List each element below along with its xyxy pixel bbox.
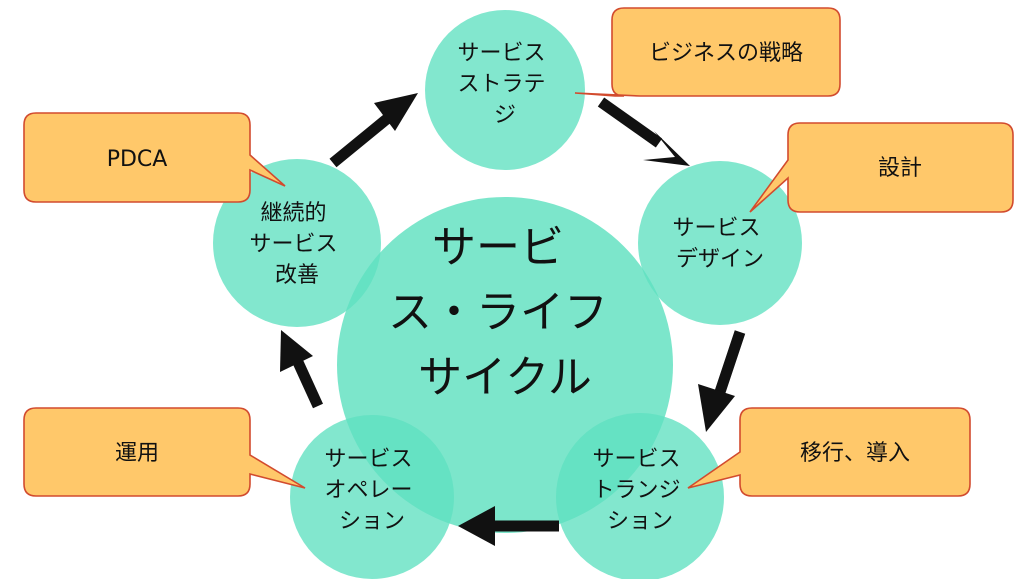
stage-circle-strategy: [425, 10, 585, 170]
svg-text:運用: 運用: [115, 441, 159, 466]
stage-label-operation: サービス オペレー ション: [324, 447, 419, 534]
arrow-operation-to-improvement: [280, 330, 324, 409]
svg-text:設計: 設計: [878, 156, 922, 181]
svg-text:移行、導入: 移行、導入: [800, 441, 910, 466]
arrow-design-to-transition: [698, 330, 746, 432]
callout-strategy: ビジネスの戦略: [574, 7, 841, 97]
stage-circle-transition: [556, 413, 724, 579]
arrow-transition-to-operation: [458, 506, 559, 546]
arrow-improvement-to-strategy: [329, 93, 418, 168]
callout-transition: 移行、導入: [687, 407, 971, 497]
stage-label-transition: サービス トランジ ション: [592, 447, 687, 534]
stage-circle-operation: [290, 415, 454, 579]
center-title: サービ ス・ライフ サイクル: [388, 222, 622, 403]
stage-circle-improvement: [213, 159, 381, 327]
callout-operation: 運用: [23, 407, 306, 497]
stage-label-design: サービス デザイン: [672, 216, 767, 272]
svg-text:PDCA: PDCA: [107, 147, 168, 172]
callout-improvement: PDCA: [23, 112, 286, 203]
stage-label-strategy: サービス ストラテ ジ: [457, 41, 552, 128]
stage-label-improvement: 継続的 サービス 改善: [249, 201, 344, 288]
callout-design: 設計: [749, 122, 1014, 213]
svg-text:ビジネスの戦略: ビジネスの戦略: [649, 41, 803, 66]
arrow-strategy-to-design: [597, 97, 690, 166]
